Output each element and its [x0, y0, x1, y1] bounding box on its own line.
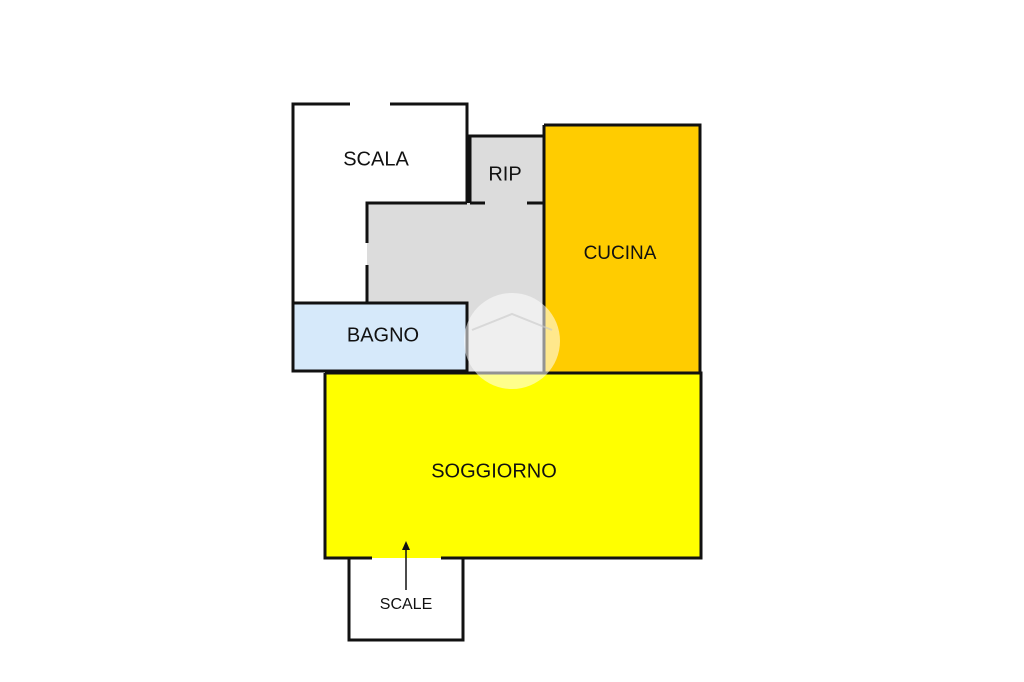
- label-soggiorno: SOGGIORNO: [431, 460, 557, 482]
- label-scale: SCALE: [380, 596, 432, 613]
- entrance-arrow-icon: [402, 541, 410, 590]
- label-bagno: BAGNO: [347, 324, 419, 346]
- room-rip: [470, 136, 544, 203]
- room-cucina: [544, 125, 700, 372]
- room-soggiorno: [325, 373, 701, 558]
- watermark-logo: [464, 293, 560, 389]
- label-rip: RIP: [488, 163, 521, 185]
- label-cucina: CUCINA: [584, 243, 657, 264]
- room-bagno: [293, 303, 467, 371]
- label-scala: SCALA: [343, 148, 409, 170]
- watermark-house-icon: [471, 312, 553, 331]
